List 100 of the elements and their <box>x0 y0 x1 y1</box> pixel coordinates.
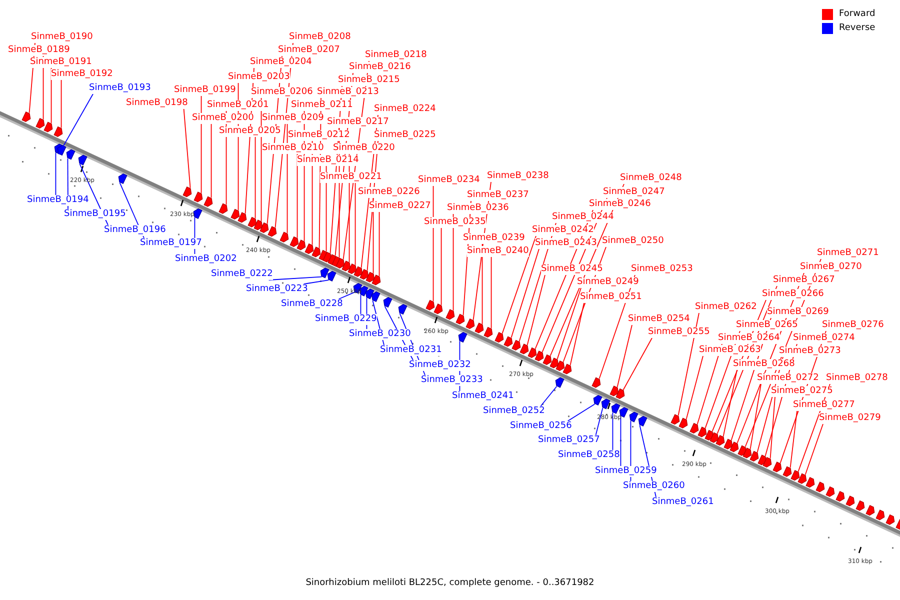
gene-label: SinmeB_0232 <box>409 360 471 371</box>
gene-label: SinmeB_0234 <box>418 175 480 186</box>
gene-label: SinmeB_0207 <box>278 45 340 56</box>
leader-line <box>722 370 738 437</box>
gene-label: SinmeB_0195 <box>64 209 126 220</box>
gene-label: SinmeB_0199 <box>174 85 236 96</box>
gene-label: SinmeB_0210 <box>262 143 324 154</box>
gene-label: SinmeB_0229 <box>315 314 377 325</box>
leader-line <box>452 214 454 312</box>
gene-label: SinmeB_0194 <box>27 195 89 206</box>
gene-label: SinmeB_0246 <box>589 199 651 210</box>
gene-marker <box>348 263 357 274</box>
gene-marker <box>456 314 465 324</box>
gene-label: SinmeB_0273 <box>779 346 841 357</box>
gene-label: SinmeB_0222 <box>211 269 273 280</box>
gene-label: SinmeB_0235 <box>424 217 486 228</box>
gene-label: SinmeB_0264 <box>718 333 780 344</box>
gene-label: SinmeB_0189 <box>8 45 70 56</box>
legend-label: Reverse <box>839 23 876 33</box>
gene-label: SinmeB_0215 <box>338 75 400 86</box>
gene-marker <box>716 435 725 446</box>
gene-label: SinmeB_0204 <box>250 57 312 68</box>
gene-label: SinmeB_0251 <box>580 292 642 303</box>
gene-marker <box>592 377 601 388</box>
gene-marker <box>534 350 544 362</box>
gene-label: SinmeB_0224 <box>374 104 436 115</box>
leader-line <box>678 312 700 416</box>
gene-marker <box>66 149 76 160</box>
gene-label: SinmeB_0243 <box>535 238 597 249</box>
leader-line <box>526 274 546 346</box>
gene-label: SinmeB_0221 <box>320 172 382 183</box>
gene-label: SinmeB_0260 <box>623 481 685 492</box>
gene-marker <box>738 445 747 456</box>
leader-line <box>502 236 536 334</box>
gene-marker <box>484 326 493 338</box>
leader-line <box>432 186 434 302</box>
gene-marker <box>434 304 443 314</box>
gene-marker <box>372 274 381 286</box>
leader-line <box>770 396 776 459</box>
leader-line <box>378 212 380 277</box>
gene-label: SinmeB_0212 <box>288 130 350 141</box>
gene-marker <box>398 304 408 315</box>
gene-label: SinmeB_0202 <box>175 254 237 265</box>
gene-label: SinmeB_0259 <box>595 466 657 477</box>
gene-label: SinmeB_0233 <box>421 375 483 386</box>
gene-label: SinmeB_0247 <box>603 187 665 198</box>
gene-label: SinmeB_0245 <box>541 264 603 275</box>
leader-line <box>303 280 330 284</box>
gene-marker <box>360 269 369 280</box>
leader-line <box>490 256 492 329</box>
gene-marker <box>542 354 552 365</box>
gene-marker <box>304 243 314 254</box>
gene-label: SinmeB_0206 <box>251 87 313 98</box>
leader-line <box>354 182 356 266</box>
gene-marker <box>555 377 564 388</box>
gene-marker <box>22 111 31 122</box>
gene-label: SinmeB_0274 <box>793 333 855 344</box>
gene-label: SinmeB_0228 <box>281 299 343 310</box>
gene-label: SinmeB_0277 <box>793 400 855 411</box>
gene-marker <box>724 438 733 450</box>
gene-marker <box>494 332 504 343</box>
gene-label: SinmeB_0268 <box>733 359 795 370</box>
gene-label: SinmeB_0250 <box>602 236 664 247</box>
leader-line <box>686 356 704 420</box>
gene-label: SinmeB_0244 <box>552 212 614 223</box>
gene-marker <box>762 456 772 468</box>
gene-label: SinmeB_0261 <box>652 497 714 508</box>
gene-marker <box>182 186 192 198</box>
gene-marker <box>562 364 572 374</box>
gene-marker <box>742 448 752 458</box>
gene-marker <box>601 398 610 410</box>
gene-marker <box>798 473 807 484</box>
gene-marker <box>750 450 759 462</box>
leader-line <box>570 302 584 366</box>
gene-marker <box>36 118 45 129</box>
gene-label: SinmeB_0272 <box>757 373 819 384</box>
gene-marker <box>758 454 767 466</box>
leader-line <box>440 228 442 306</box>
gene-marker <box>320 268 330 278</box>
gene-marker <box>194 192 203 202</box>
gene-label: SinmeB_0252 <box>483 406 545 417</box>
leader-line <box>254 136 256 219</box>
gene-marker <box>296 240 306 250</box>
gene-label: SinmeB_0238 <box>487 171 549 182</box>
leader-line <box>567 404 596 422</box>
gene-label: SinmeB_0200 <box>192 113 254 124</box>
gene-label: SinmeB_0248 <box>620 173 682 184</box>
gene-label: SinmeB_0262 <box>695 302 757 313</box>
gene-label: SinmeB_0279 <box>819 413 881 424</box>
gene-marker <box>371 291 380 302</box>
leader-line <box>183 108 191 188</box>
leader-line <box>338 292 356 300</box>
gene-label: SinmeB_0239 <box>463 233 525 244</box>
caption: Sinorhizobium meliloti BL225C, complete genome. - 0..3671982 <box>304 578 596 588</box>
gene-marker <box>611 403 620 414</box>
leader-line <box>540 386 558 406</box>
leader-line <box>696 344 722 425</box>
gene-label: SinmeB_0214 <box>297 155 359 166</box>
gene-marker <box>230 208 240 220</box>
gene-label: SinmeB_0231 <box>380 345 442 356</box>
